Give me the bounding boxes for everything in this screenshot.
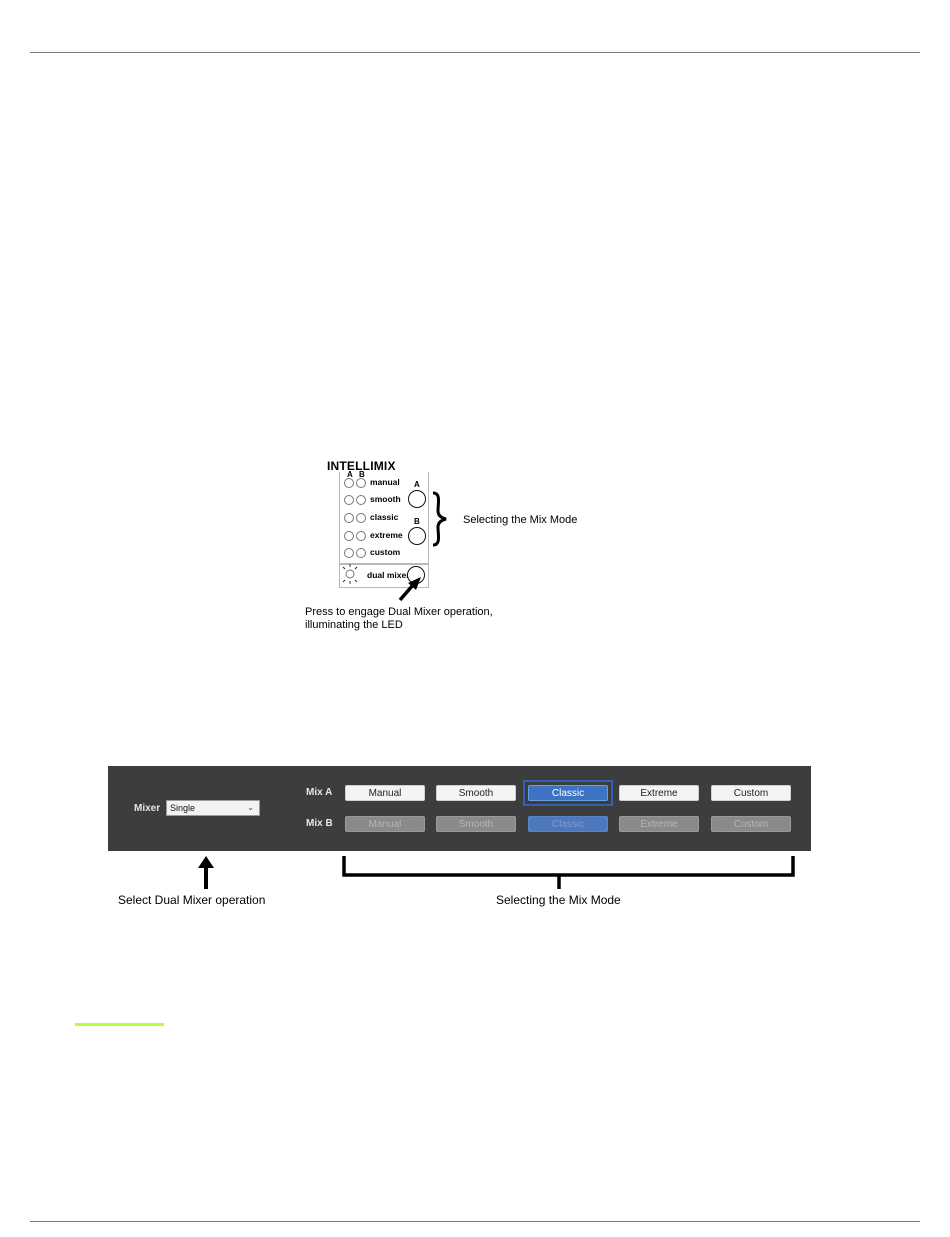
mixer-select[interactable]: Single ⌄ — [166, 800, 260, 816]
column-a-label: A — [347, 470, 353, 479]
hw-callout-dual-line1: Press to engage Dual Mixer operation, — [305, 606, 493, 618]
mode-label-smooth: smooth — [370, 494, 401, 504]
dual-mixer-frame — [339, 564, 429, 588]
led-a-classic — [344, 513, 354, 523]
led-b-custom — [356, 548, 366, 558]
selection-ring — [523, 780, 613, 806]
led-a-extreme — [344, 531, 354, 541]
mix-a-select-knob[interactable] — [408, 490, 426, 508]
led-glow-icon — [342, 564, 358, 584]
mode-label-extreme: extreme — [370, 530, 403, 540]
mix-a-classic-button[interactable]: Classic — [528, 785, 608, 801]
pointing-arrow-icon — [398, 577, 421, 602]
mode-label-custom: custom — [370, 547, 401, 557]
led-b-extreme — [356, 531, 366, 541]
mix-a-custom-button[interactable]: Custom — [711, 785, 791, 801]
mode-label-classic: classic — [370, 512, 399, 522]
led-a-manual — [344, 478, 354, 488]
led-b-classic — [356, 513, 366, 523]
led-b-manual — [356, 478, 366, 488]
knob-a-label: A — [414, 480, 420, 489]
up-arrow-icon — [198, 856, 214, 889]
right-brace-icon — [432, 491, 447, 547]
mix-b-extreme-button[interactable]: Extreme — [619, 816, 699, 832]
mix-a-extreme-button[interactable]: Extreme — [619, 785, 699, 801]
annotation-selecting-mix-mode: Selecting the Mix Mode — [496, 893, 621, 907]
intellimix-panel-figure: INTELLIMIX A B manual smooth classic ext… — [300, 455, 620, 655]
column-b-label: B — [359, 470, 365, 479]
mixer-label: Mixer — [134, 803, 161, 814]
hw-callout-mix-mode: Selecting the Mix Mode — [463, 514, 578, 526]
mix-a-smooth-button[interactable]: Smooth — [436, 785, 516, 801]
led-a-custom — [344, 548, 354, 558]
mixer-select-value: Single — [170, 803, 196, 813]
hw-callout-dual-line2: illuminating the LED — [305, 619, 403, 631]
mix-b-manual-button[interactable]: Manual — [345, 816, 425, 832]
mix-b-custom-button[interactable]: Custom — [711, 816, 791, 832]
mode-label-manual: manual — [370, 477, 400, 487]
mix-b-classic-button[interactable]: Classic — [528, 816, 608, 832]
header-rule — [30, 52, 920, 53]
bracket-icon — [342, 856, 795, 889]
software-mixer-panel: Mixer Single ⌄ Mix A Mix B Manual Smooth… — [108, 766, 811, 851]
mix-b-select-knob[interactable] — [408, 527, 426, 545]
led-a-smooth — [344, 495, 354, 505]
knob-b-label: B — [414, 517, 420, 526]
mode-section-frame — [339, 472, 429, 564]
intellimix-title: INTELLIMIX — [327, 459, 396, 473]
mix-a-manual-button[interactable]: Manual — [345, 785, 425, 801]
green-highlight-bar — [75, 1023, 164, 1026]
mix-b-smooth-button[interactable]: Smooth — [436, 816, 516, 832]
mix-a-label: Mix A — [306, 787, 333, 798]
mix-b-label: Mix B — [306, 818, 333, 829]
chevron-down-icon: ⌄ — [247, 803, 254, 812]
dual-mixer-label: dual mixer — [367, 570, 410, 580]
footer-rule — [30, 1221, 920, 1222]
led-b-smooth — [356, 495, 366, 505]
annotation-select-dual-mixer: Select Dual Mixer operation — [118, 893, 266, 907]
